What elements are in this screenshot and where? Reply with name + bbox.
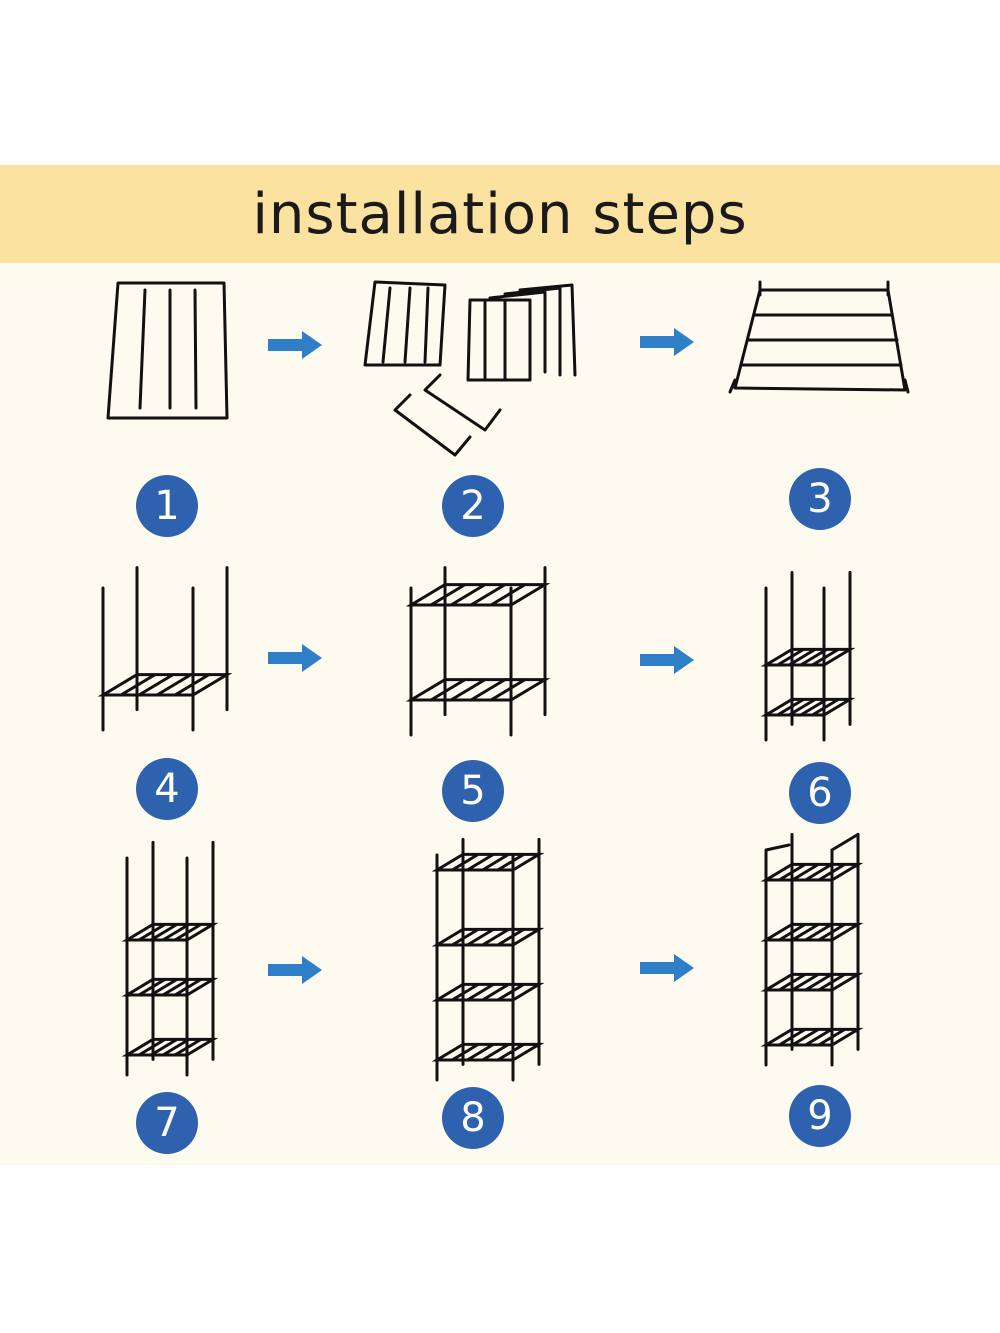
page-title: installation steps [252,181,748,247]
step-badge-1: 1 [136,475,198,537]
arrow-right-icon [268,956,322,984]
title-banner: installation steps [0,165,1000,263]
shelf-unit-lines [97,566,233,732]
shelf-unit-lines [760,570,856,742]
step-badge-9: 9 [789,1085,851,1147]
step-7-shelf-unit [121,840,219,1077]
shelf-unit-lines [431,837,545,1082]
arrow-right-icon [268,331,322,359]
step-badge-7: 7 [136,1092,198,1154]
arrow-right-icon [640,328,694,356]
arrow-right-icon [640,646,694,674]
step-6-shelf-unit [760,570,856,742]
arrow-right-icon [640,954,694,982]
arrow-right-icon [268,644,322,672]
step-4-shelf-unit [97,566,233,732]
step-2-panels-and-brackets [363,280,577,457]
step-5-shelf-unit [405,566,551,737]
shelf-unit-lines [121,840,219,1077]
step-8-shelf-unit [431,837,545,1082]
step-badge-3: 3 [789,468,851,530]
step-badge-5: 5 [442,760,504,822]
shelf-unit-lines [405,566,551,737]
step-3-assembled-shelf [728,280,910,394]
step-badge-4: 4 [136,758,198,820]
shelf-unit-lines [760,832,864,1067]
step-badge-2: 2 [442,475,504,537]
step-9-shelf-unit [760,832,864,1067]
step-1-shelf-panel [106,281,229,420]
step-badge-8: 8 [442,1087,504,1149]
step-badge-6: 6 [789,762,851,824]
